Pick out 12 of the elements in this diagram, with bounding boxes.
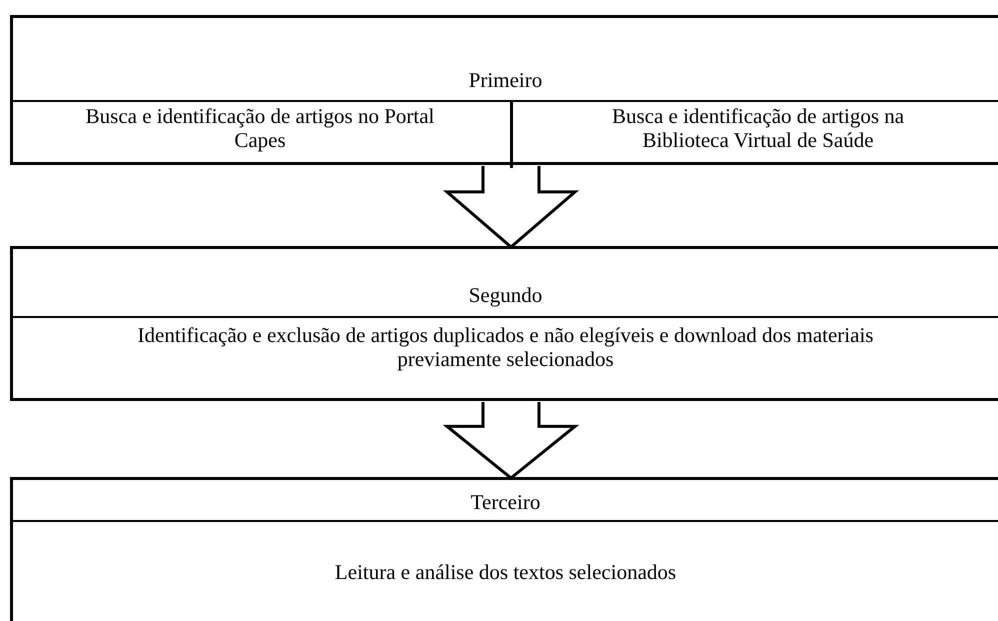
step-box — [10, 477, 998, 621]
step-heading: Primeiro — [468, 68, 544, 92]
step-description: Leitura e análise dos textos selecionados — [334, 560, 678, 584]
step-box — [10, 246, 998, 401]
block-arrow — [442, 400, 580, 480]
step-heading: Segundo — [468, 283, 544, 307]
step-description: Busca e identificação de artigos na Biblioteca Virtual de Saúde — [610, 104, 906, 152]
step-description: Identificação e exclusão de artigos duplicados e não elegíveis e download dos materiais previamente selecionados — [136, 323, 874, 371]
step-box — [10, 15, 998, 165]
step-heading: Terceiro — [470, 490, 542, 514]
step-description: Busca e identificação de artigos no Portal Capes — [84, 104, 436, 152]
block-arrow — [442, 164, 580, 249]
